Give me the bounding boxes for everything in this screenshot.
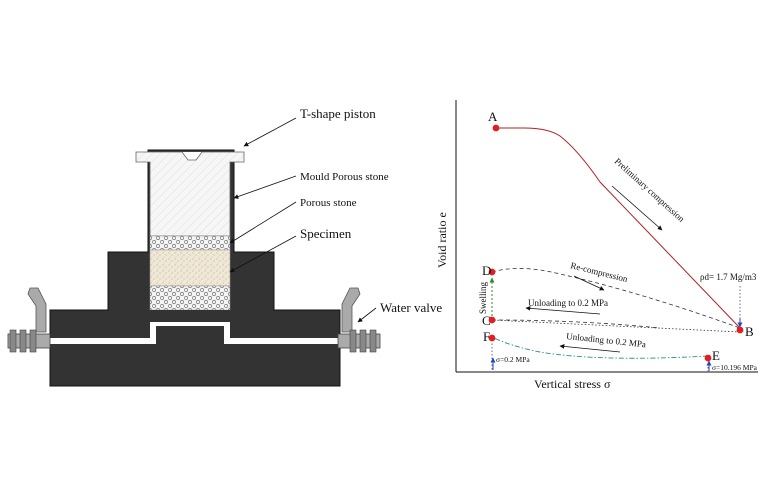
label-e: E [712,348,720,363]
drainage-channel [20,322,156,344]
left-water-valve [7,287,51,353]
apparatus-diagram: T-shape piston Mould Porous stone Porous… [7,106,442,387]
label-b: B [745,324,754,339]
annot-stress-low: σ=0.2 MPa [496,355,530,364]
unloading-lower-curve [491,336,709,359]
recompression-curve [491,268,741,329]
point-e [704,354,712,362]
annot-swelling: Swelling [478,281,488,314]
label-porous-stone: Porous stone [300,197,357,209]
x-axis-label: Vertical stress σ [534,377,611,391]
label-specimen: Specimen [300,226,352,241]
label-a: A [488,109,498,124]
specimen [149,249,231,287]
porous-stone [149,285,231,311]
void-ratio-plot: A B C D E F Preliminary compression Re-c… [435,100,758,391]
t-shape-piston [135,151,245,237]
preliminary-compression-curve [496,127,741,329]
point-a [492,124,500,132]
label-d: D [482,263,491,278]
label-mould-porous-stone: Mould Porous stone [300,171,389,183]
mould-porous-stone [149,235,231,251]
point-c [488,316,496,324]
y-axis-label: Void ratio e [435,212,449,268]
point-d [488,268,496,276]
unloading-upper-line [491,319,741,333]
label-piston: T-shape piston [300,106,376,121]
annot-stress-high: σ=10.196 MPa [712,363,758,372]
label-water-valve: Water valve [380,300,442,315]
right-water-valve [337,287,381,353]
annot-recompression: Re-compression [570,260,630,284]
annot-unloading-lower: Unloading to 0.2 MPa [566,331,647,349]
annot-density: ρd= 1.7 Mg/m3 [700,272,757,282]
point-b [736,326,744,334]
label-f: F [483,329,490,344]
label-c: C [482,313,491,328]
annot-unloading-upper: Unloading to 0.2 MPa [528,298,608,308]
annot-preliminary: Preliminary compression [613,156,687,224]
point-f [488,334,496,342]
